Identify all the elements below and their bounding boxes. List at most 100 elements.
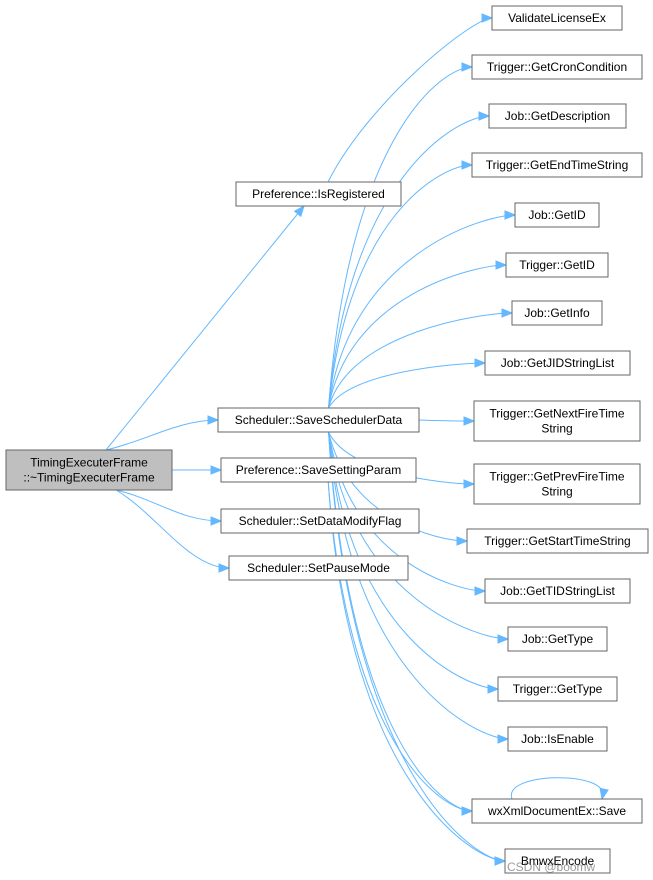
arrowhead (497, 734, 510, 744)
edge-line (328, 312, 513, 409)
node-trig-cron[interactable]: Trigger::GetCronCondition (471, 54, 643, 80)
node-label: Trigger::GetPrevFireTime (489, 470, 624, 484)
node-box (497, 676, 618, 702)
node-box (491, 5, 623, 31)
node-label: Job::GetInfo (524, 306, 590, 320)
node-label: BmwxEncode (521, 854, 595, 868)
arrowhead (461, 160, 474, 170)
node-trig-end[interactable]: Trigger::GetEndTimeString (471, 152, 643, 178)
arrowhead (210, 465, 223, 475)
arrowhead (478, 111, 491, 121)
node-xml-save[interactable]: wxXmlDocumentEx::Save (471, 798, 643, 824)
node-box (471, 798, 643, 824)
arrowhead (494, 856, 507, 866)
node-trig-id[interactable]: Trigger::GetID (505, 252, 609, 278)
node-job-id[interactable]: Job::GetID (514, 202, 600, 228)
edge-line (328, 264, 507, 409)
edge-root-to-set-modify (115, 489, 223, 526)
node-set-modify[interactable]: Scheduler::SetDataModifyFlag (220, 508, 420, 534)
node-label: Preference::SaveSettingParam (236, 463, 401, 477)
node-box (507, 626, 608, 652)
node-trig-start[interactable]: Trigger::GetStartTimeString (466, 528, 649, 554)
node-box (473, 400, 641, 442)
edge-line (328, 431, 509, 640)
node-label: Job::GetType (522, 632, 594, 646)
node-job-enable[interactable]: Job::IsEnable (507, 726, 608, 752)
arrowhead (207, 415, 220, 425)
node-isreg[interactable]: Preference::IsRegistered (235, 181, 402, 207)
edge-save-sched-to-trig-next (418, 416, 476, 426)
arrowhead (210, 516, 223, 526)
arrowhead (487, 684, 500, 694)
arrowhead (456, 536, 469, 546)
node-label: ::~TimingExecuterFrame (23, 471, 155, 485)
edge-line (328, 362, 486, 409)
edge-root-to-set-pause (115, 489, 231, 573)
node-label: Job::GetJIDStringList (501, 356, 615, 370)
node-label: Scheduler::SetPauseMode (247, 561, 390, 575)
node-box (466, 528, 649, 554)
edge-root-to-save-sched (105, 415, 220, 451)
edge-save-sched-to-job-id (328, 210, 517, 409)
edge-line (105, 419, 219, 451)
node-box (228, 555, 409, 581)
node-box (217, 407, 420, 433)
edge-line (328, 431, 473, 812)
arrowhead (504, 210, 517, 220)
edge-line (105, 205, 305, 451)
node-job-desc[interactable]: Job::GetDescription (488, 103, 627, 129)
node-trig-type[interactable]: Trigger::GetType (497, 676, 618, 702)
edge-save-sched-to-trig-type (328, 431, 500, 694)
watermark: CSDN @boomw (507, 860, 596, 874)
node-box (473, 463, 641, 505)
node-box (504, 848, 611, 874)
edge-save-sched-to-trig-cron (328, 62, 474, 409)
arrowhead (463, 416, 476, 426)
node-label: Trigger::GetStartTimeString (484, 534, 630, 548)
edge-save-sched-to-job-info (328, 308, 514, 409)
arrowhead (599, 787, 609, 801)
node-job-jid[interactable]: Job::GetJIDStringList (484, 350, 631, 376)
node-label: Trigger::GetID (519, 258, 595, 272)
node-label: Job::IsEnable (521, 732, 594, 746)
edge-line (328, 431, 499, 690)
node-box (484, 350, 631, 376)
arrowhead (218, 563, 231, 573)
node-save-sched[interactable]: Scheduler::SaveSchedulerData (217, 407, 420, 433)
call-nodes: TimingExecuterFrame::~TimingExecuterFram… (5, 5, 649, 874)
node-box (5, 449, 173, 491)
node-label: Job::GetDescription (505, 109, 610, 123)
node-label: String (541, 485, 572, 499)
node-label: Scheduler::SetDataModifyFlag (239, 514, 402, 528)
arrowhead (495, 260, 508, 270)
arrowhead (461, 806, 474, 816)
node-root[interactable]: TimingExecuterFrame::~TimingExecuterFram… (5, 449, 173, 491)
node-bmwx[interactable]: BmwxEncode (504, 848, 611, 874)
node-label: ValidateLicenseEx (508, 11, 606, 25)
node-validate[interactable]: ValidateLicenseEx (491, 5, 623, 31)
arrowhead (293, 204, 305, 218)
node-label: Job::GetID (528, 208, 586, 222)
edge-line (328, 214, 516, 409)
node-save-setting[interactable]: Preference::SaveSettingParam (220, 457, 417, 483)
edge-root-to-isreg (105, 204, 305, 451)
arrowhead (481, 13, 494, 23)
node-job-tid[interactable]: Job::GetTIDStringList (484, 578, 631, 604)
node-label: Trigger::GetNextFireTime (489, 407, 624, 421)
arrowhead (497, 634, 510, 644)
arrowhead (474, 358, 487, 368)
node-job-type[interactable]: Job::GetType (507, 626, 608, 652)
node-box (471, 152, 643, 178)
node-set-pause[interactable]: Scheduler::SetPauseMode (228, 555, 409, 581)
arrowhead (461, 62, 474, 72)
edge-root-to-save-setting (172, 465, 223, 475)
edge-save-setting-to-bmwx (327, 481, 507, 866)
node-label: Trigger::GetType (513, 682, 603, 696)
node-label: Job::GetTIDStringList (500, 584, 615, 598)
node-label: Trigger::GetEndTimeString (486, 158, 629, 172)
node-label: String (541, 422, 572, 436)
node-job-info[interactable]: Job::GetInfo (511, 300, 603, 326)
